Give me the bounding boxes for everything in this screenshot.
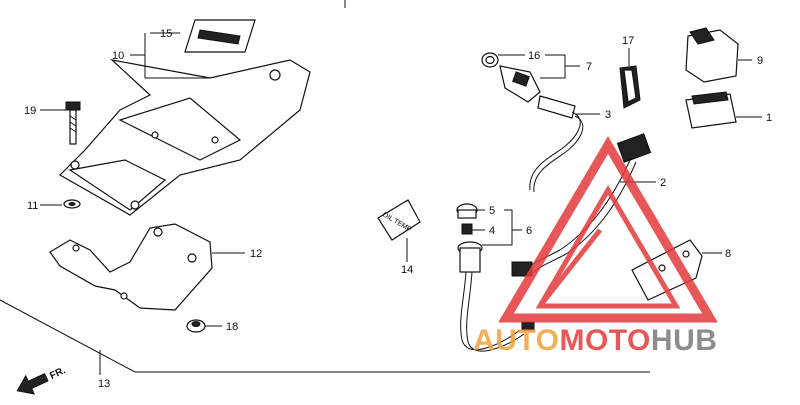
part-4-nut: [461, 223, 473, 235]
watermark-part-moto: MOTO: [559, 324, 650, 357]
front-direction-arrow: FR.: [16, 365, 68, 395]
part-14-oil-temp-decal: OIL TEMP: [377, 199, 421, 241]
part-2-harness: [511, 133, 652, 277]
callout-19: 19: [24, 105, 36, 117]
part-6-socket: [457, 241, 535, 352]
callout-17: 17: [622, 35, 634, 47]
callout-16: 16: [528, 50, 540, 62]
callout-4: 4: [489, 225, 495, 237]
part-12-bracket: [49, 223, 213, 311]
part-5-cap: [456, 203, 478, 219]
part-7-sensor: [499, 65, 541, 103]
part-19-bolt: [65, 101, 81, 145]
direction-label: FR.: [48, 365, 67, 382]
part-3-cable: [529, 95, 584, 193]
callout-9: 9: [757, 55, 763, 67]
callout-13: 13: [98, 378, 110, 390]
callout-2: 2: [660, 177, 666, 189]
part-17-clamp: [619, 65, 641, 109]
part-8-bracket: [631, 239, 703, 301]
callout-3: 3: [605, 109, 611, 121]
callout-11: 11: [27, 200, 38, 212]
part-1-mount: [685, 91, 737, 129]
callout-18: 18: [226, 321, 238, 333]
callout-1: 1: [766, 112, 772, 124]
watermark-logo: AUTOMOTOHUB: [473, 136, 718, 357]
callout-12: 12: [250, 248, 262, 260]
group-border: [0, 299, 650, 373]
part-10-cover: [59, 59, 311, 216]
leader-lines: [40, 32, 762, 375]
callout-6: 6: [526, 225, 532, 237]
part-11-washer: [63, 199, 81, 209]
callout-numbers: 15 10 19 11 12 18 13 14 16 7 3 17 9 1 2 …: [24, 28, 772, 390]
part-16-oring: [481, 52, 499, 68]
callout-10: 10: [112, 50, 124, 62]
watermark-part-hub: HUB: [651, 324, 718, 357]
callout-15: 15: [160, 28, 172, 40]
svg-text:AUTOMOTOHUB: AUTOMOTOHUB: [473, 324, 717, 357]
callout-8: 8: [725, 248, 731, 260]
callout-5: 5: [489, 205, 495, 217]
watermark-part-auto: AUTO: [473, 324, 559, 357]
part-15-label-decal: [184, 19, 256, 53]
callout-14: 14: [401, 264, 413, 276]
part-9-relay: [685, 27, 739, 83]
callout-7: 7: [586, 61, 592, 73]
part-18-grommet: [186, 319, 206, 333]
